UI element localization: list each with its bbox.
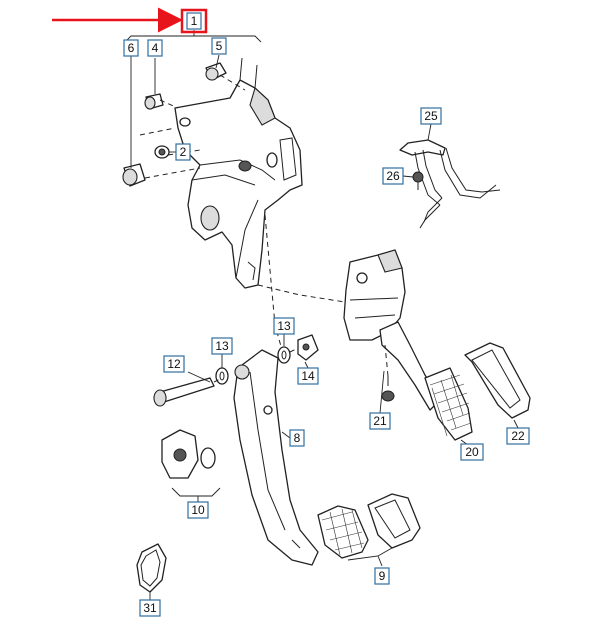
svg-text:6: 6 [128, 41, 135, 55]
svg-text:2: 2 [180, 145, 187, 159]
bushing-part-4 [144, 93, 164, 110]
svg-text:4: 4 [152, 41, 159, 55]
label-31[interactable]: 31 [139, 599, 161, 617]
pedal-arm-part-8 [233, 349, 319, 566]
label-5[interactable]: 5 [211, 37, 227, 55]
svg-text:26: 26 [386, 169, 400, 183]
label-8[interactable]: 8 [289, 429, 305, 447]
label-13-right[interactable]: 13 [273, 317, 295, 335]
svg-text:1: 1 [191, 14, 198, 28]
label-14[interactable]: 14 [297, 367, 319, 385]
svg-text:10: 10 [191, 503, 205, 517]
svg-text:14: 14 [301, 369, 315, 383]
svg-text:20: 20 [465, 445, 479, 459]
group-bracket-1 [124, 35, 262, 43]
svg-text:5: 5 [216, 39, 223, 53]
pedal-cover-part-22 [464, 342, 531, 419]
bushing-part-5 [205, 62, 227, 81]
seal-part-31 [136, 543, 167, 593]
svg-text:9: 9 [379, 569, 386, 583]
pedal-pad-part-9-left [317, 505, 369, 559]
label-1[interactable]: 1 [180, 8, 208, 34]
svg-text:13: 13 [215, 339, 229, 353]
washer-part-13-right [277, 346, 291, 364]
label-2[interactable]: 2 [175, 143, 191, 161]
svg-text:31: 31 [143, 601, 157, 615]
accelerator-pedal-module [343, 249, 441, 411]
svg-text:13: 13 [277, 319, 291, 333]
label-21[interactable]: 21 [369, 412, 391, 430]
bolt-part-26 [412, 171, 424, 190]
label-13-left[interactable]: 13 [211, 337, 233, 355]
svg-text:25: 25 [424, 109, 438, 123]
accelerator-pad-part-20 [424, 367, 473, 441]
svg-text:8: 8 [294, 431, 301, 445]
pivot-bolt-part-12 [153, 377, 215, 407]
pedal-pad-part-9-right [367, 493, 421, 549]
svg-text:12: 12 [167, 357, 181, 371]
label-10[interactable]: 10 [187, 501, 209, 519]
clip-part-14 [297, 334, 319, 361]
svg-text:21: 21 [373, 414, 387, 428]
label-20[interactable]: 20 [460, 443, 484, 461]
label-9[interactable]: 9 [374, 567, 390, 585]
label-4[interactable]: 4 [147, 39, 163, 57]
group-bracket-10 [171, 487, 221, 497]
bushing-set-part-10 [161, 429, 216, 479]
label-25[interactable]: 25 [420, 107, 442, 125]
bolt-part-21 [381, 376, 395, 402]
svg-text:22: 22 [511, 429, 525, 443]
label-6[interactable]: 6 [123, 39, 139, 57]
washer-part-13-left [215, 367, 229, 385]
label-12[interactable]: 12 [163, 355, 185, 373]
label-22[interactable]: 22 [506, 427, 530, 445]
bracket-part-25 [399, 139, 501, 229]
nut-part-2 [154, 145, 170, 159]
pedal-bracket-housing [174, 57, 303, 289]
label-26[interactable]: 26 [382, 167, 404, 185]
bush-part-6 [122, 163, 146, 187]
